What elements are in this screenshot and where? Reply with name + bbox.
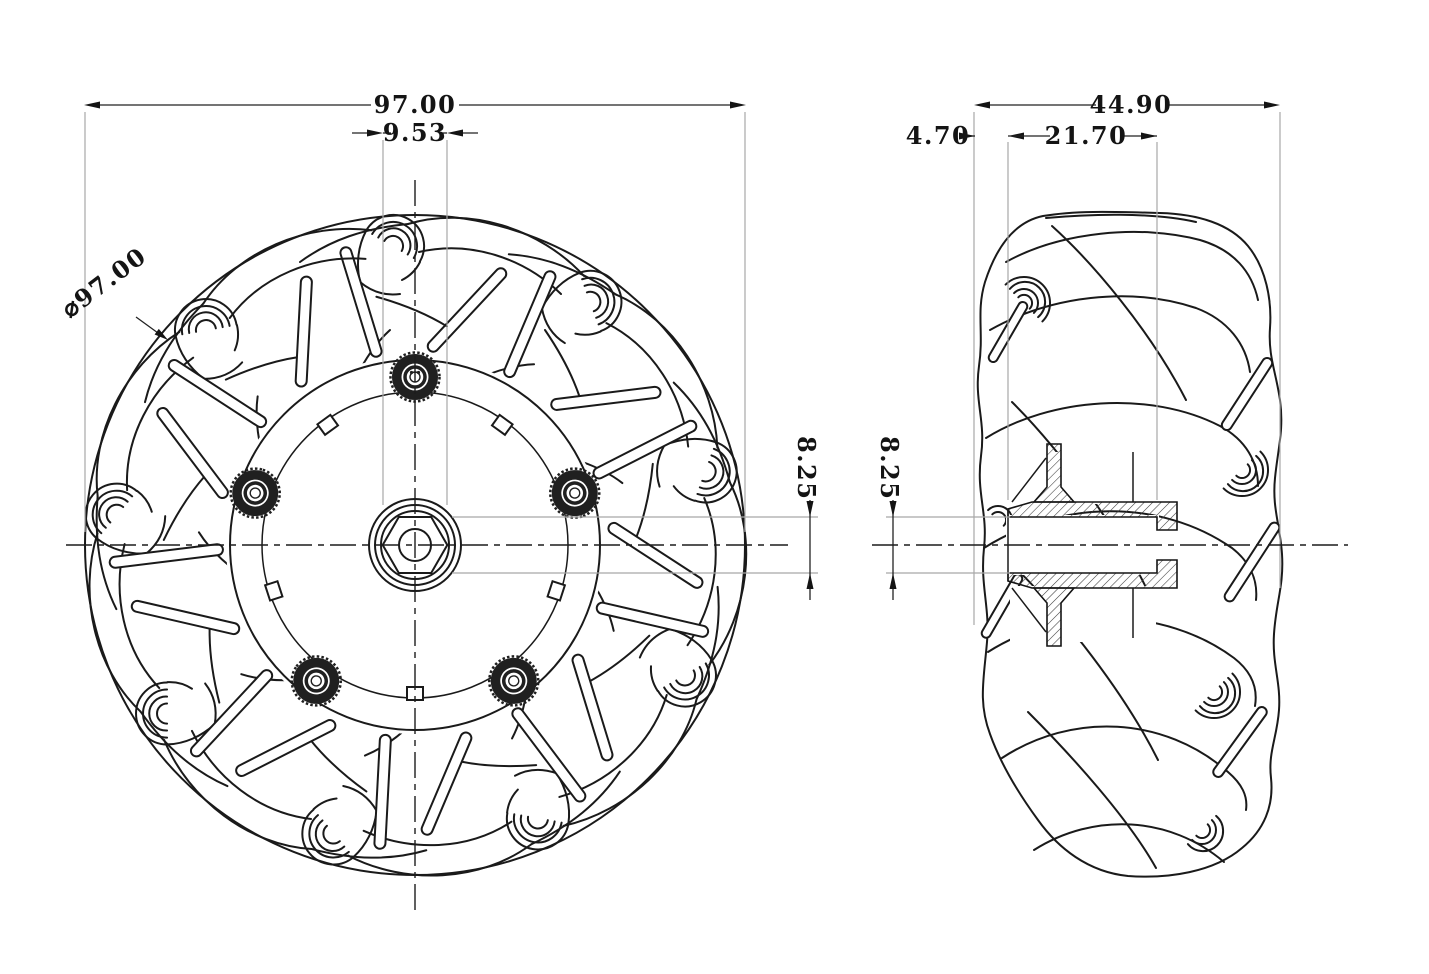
front-view [84, 214, 748, 877]
dim-text-hub-length: 21.70 [1045, 121, 1128, 150]
dim-text-overall-width-front: 97.00 [374, 90, 457, 119]
dim-outer-diameter: ⌀97.00 [56, 241, 168, 340]
screw [487, 655, 540, 707]
dim-side-across-flats: 8.25 [875, 436, 904, 600]
dim-text-overall-width-side: 44.90 [1090, 90, 1173, 119]
screw [290, 655, 343, 707]
screw [229, 467, 281, 519]
hub-section [1006, 443, 1178, 647]
side-view [976, 210, 1284, 878]
dim-front-across-flats: 8.25 [792, 436, 821, 600]
hub-tabs [263, 413, 567, 701]
dim-text-face-offset: 4.70 [906, 121, 970, 150]
extension-lines [84, 112, 1281, 625]
hub-hatch-top [1007, 501, 1178, 531]
dim-text-hex-across-corners: 9.53 [383, 118, 447, 147]
dim-text-across-flats-front: 8.25 [792, 436, 821, 500]
flange-hatch-bottom [1032, 587, 1076, 647]
dim-text-outer-diameter: ⌀97.00 [56, 241, 152, 324]
dim-hub-length: 21.70 [1008, 121, 1157, 150]
dim-front-overall-width: 97.00 [84, 90, 746, 119]
hub-hatch-bottom [1007, 559, 1178, 589]
screw-array [229, 351, 601, 707]
roller-array [84, 214, 748, 877]
centerlines [66, 180, 1348, 916]
dim-text-across-flats-side: 8.25 [875, 436, 904, 500]
dim-face-offset: 4.70 [906, 121, 1024, 150]
screw [549, 467, 601, 519]
dim-hex-across-corners: 9.53 [352, 118, 478, 147]
flange-hatch-top [1032, 443, 1076, 503]
dim-side-overall-width: 44.90 [974, 90, 1280, 119]
